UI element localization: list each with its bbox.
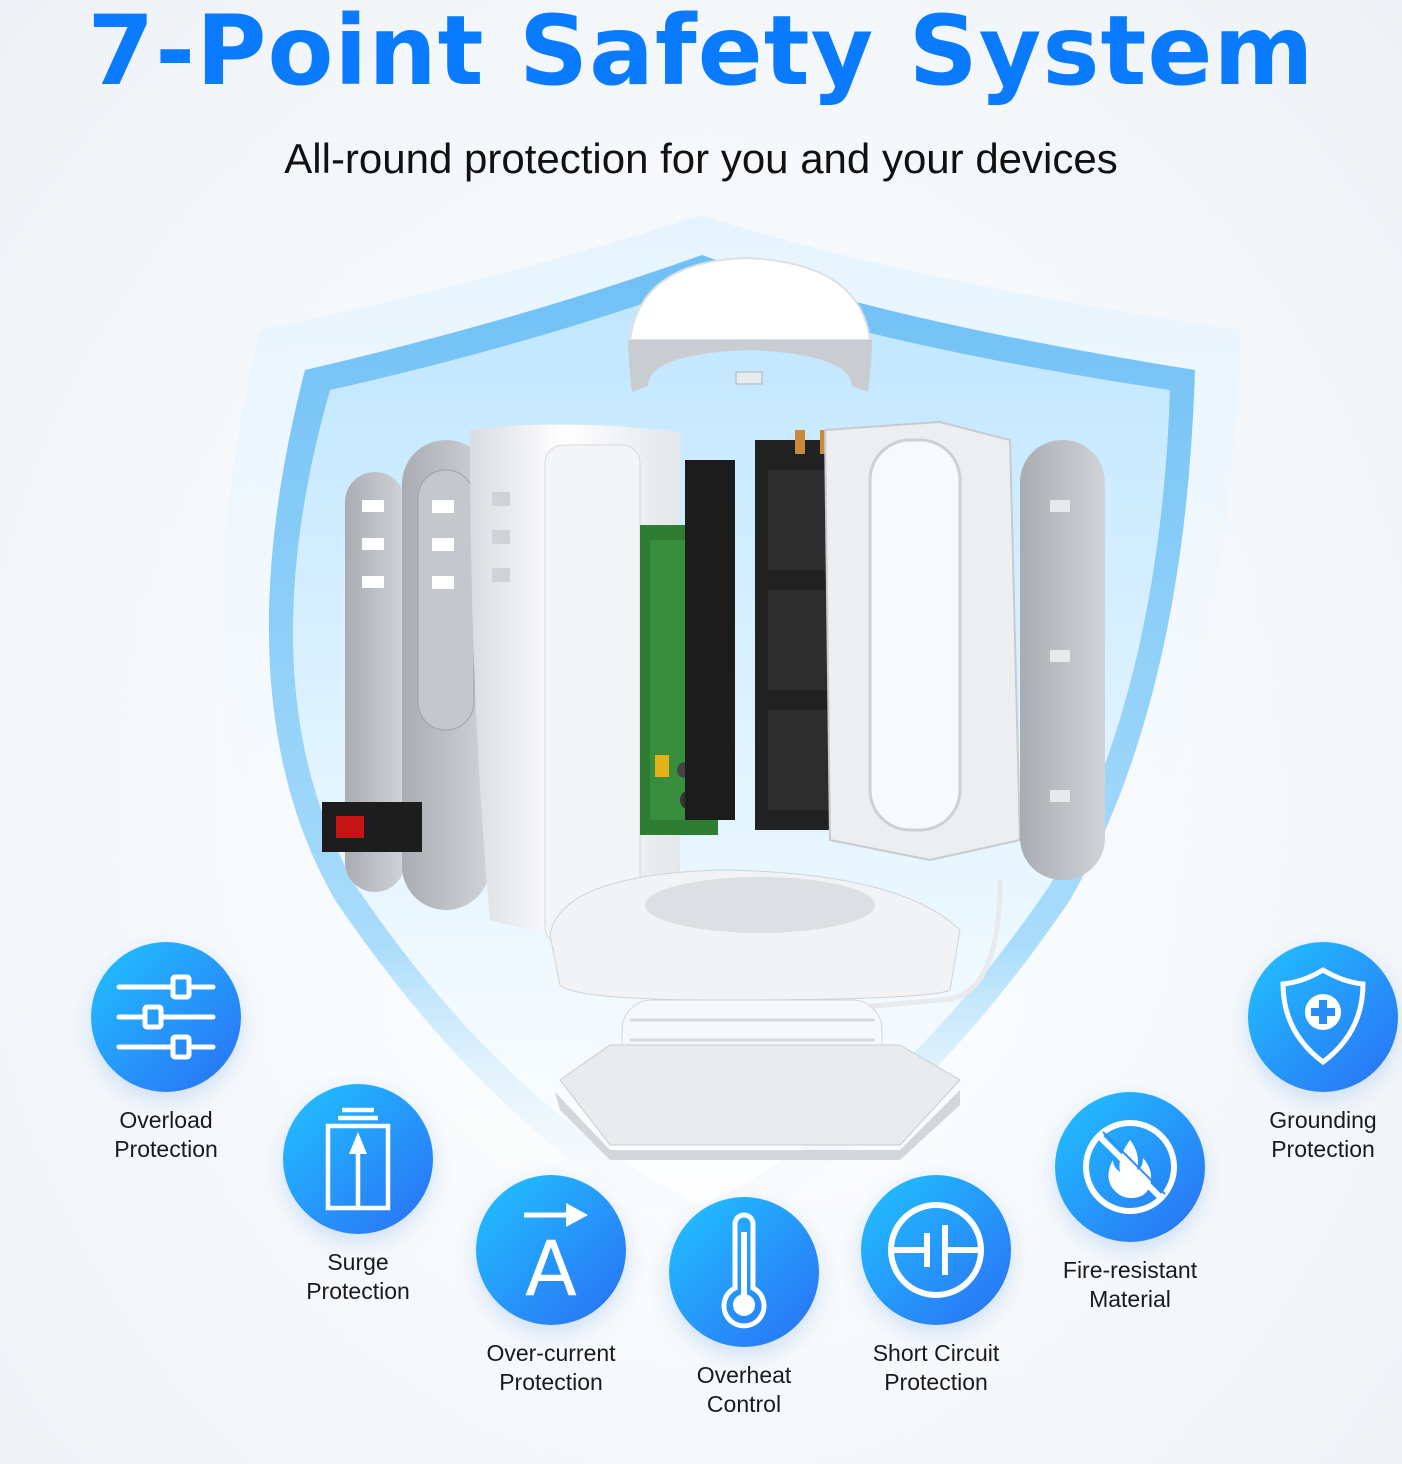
base — [549, 869, 961, 1160]
left-shell — [470, 424, 680, 946]
right-frame — [823, 420, 1105, 1013]
shield-plus-icon — [1248, 942, 1398, 1092]
sliders-icon — [91, 942, 241, 1092]
top-cap — [628, 256, 872, 392]
circuit-break-icon — [861, 1175, 1011, 1325]
surge-arrow-icon — [283, 1084, 433, 1234]
page-subtitle: All-round protection for you and your de… — [284, 135, 1118, 182]
current-arrow-a-icon: A — [476, 1175, 626, 1325]
svg-text:A: A — [525, 1224, 577, 1305]
left-panels — [322, 440, 490, 910]
page-title: 7-Point Safety System — [87, 0, 1315, 107]
thermometer-icon — [669, 1197, 819, 1347]
no-fire-icon — [1055, 1092, 1205, 1242]
